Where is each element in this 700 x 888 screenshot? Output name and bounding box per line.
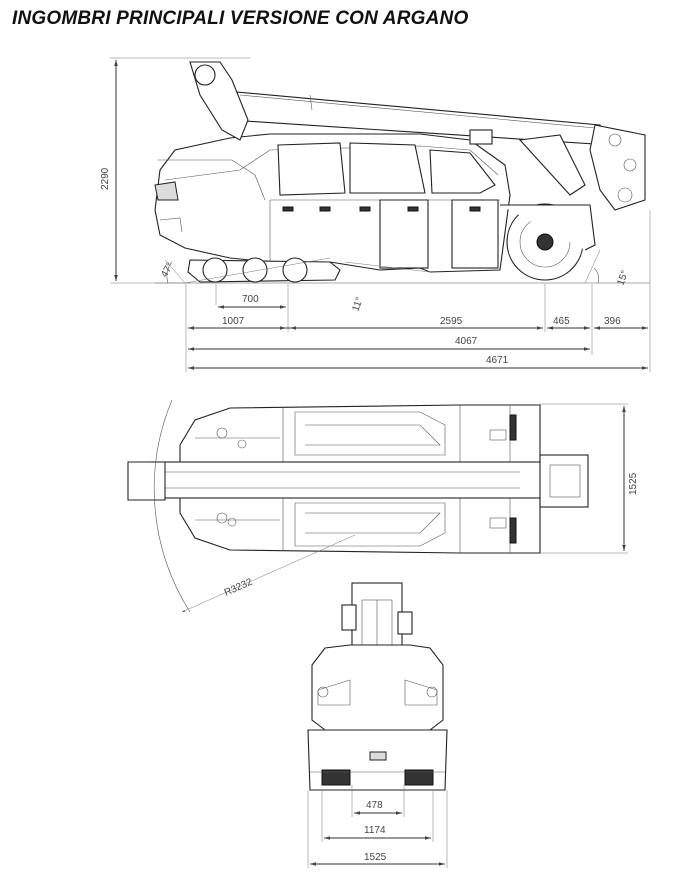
dim-1174: 1174 (364, 825, 386, 836)
top-winch (127, 461, 166, 501)
dim-height: 2290 (100, 167, 111, 190)
angle-under: 11° (350, 296, 365, 313)
cab-window (277, 142, 346, 196)
dim-2595: 2595 (440, 316, 463, 327)
dim-front-1525: 1525 (364, 852, 387, 863)
dim-396: 396 (604, 316, 621, 327)
boom-head (589, 124, 646, 211)
drawing-title: INGOMBRI PRINCIPALI VERSIONE CON ARGANO (12, 8, 469, 29)
dim-465: 465 (553, 316, 570, 327)
rear-window (429, 149, 496, 194)
top-boom-head (539, 454, 589, 508)
dim-1007: 1007 (222, 316, 245, 327)
dim-top-width: 1525 (628, 472, 639, 495)
track-wheel-mid (242, 257, 268, 283)
dim-4067: 4067 (455, 336, 478, 347)
side-view: 2290 (100, 57, 651, 372)
front-view: 478 1174 1525 (307, 582, 448, 868)
front-body (311, 644, 444, 731)
dim-700: 700 (242, 294, 259, 305)
top-view: 1525 R3232 (127, 399, 639, 613)
angle-front: 47° (159, 261, 176, 280)
dim-478: 478 (366, 800, 383, 811)
lift-cylinder (518, 134, 586, 196)
winch-drum (194, 64, 216, 86)
side-window (349, 142, 426, 194)
side-panel-1 (379, 199, 429, 269)
front-grille (154, 181, 179, 201)
dim-4671: 4671 (486, 355, 509, 366)
top-boom (149, 461, 571, 499)
wheel-hub (536, 233, 554, 251)
dim-radius: R3232 (223, 577, 255, 599)
angle-rear: 15° (615, 269, 631, 287)
track-wheel-front (202, 257, 228, 283)
track-wheel-rear (282, 257, 308, 283)
